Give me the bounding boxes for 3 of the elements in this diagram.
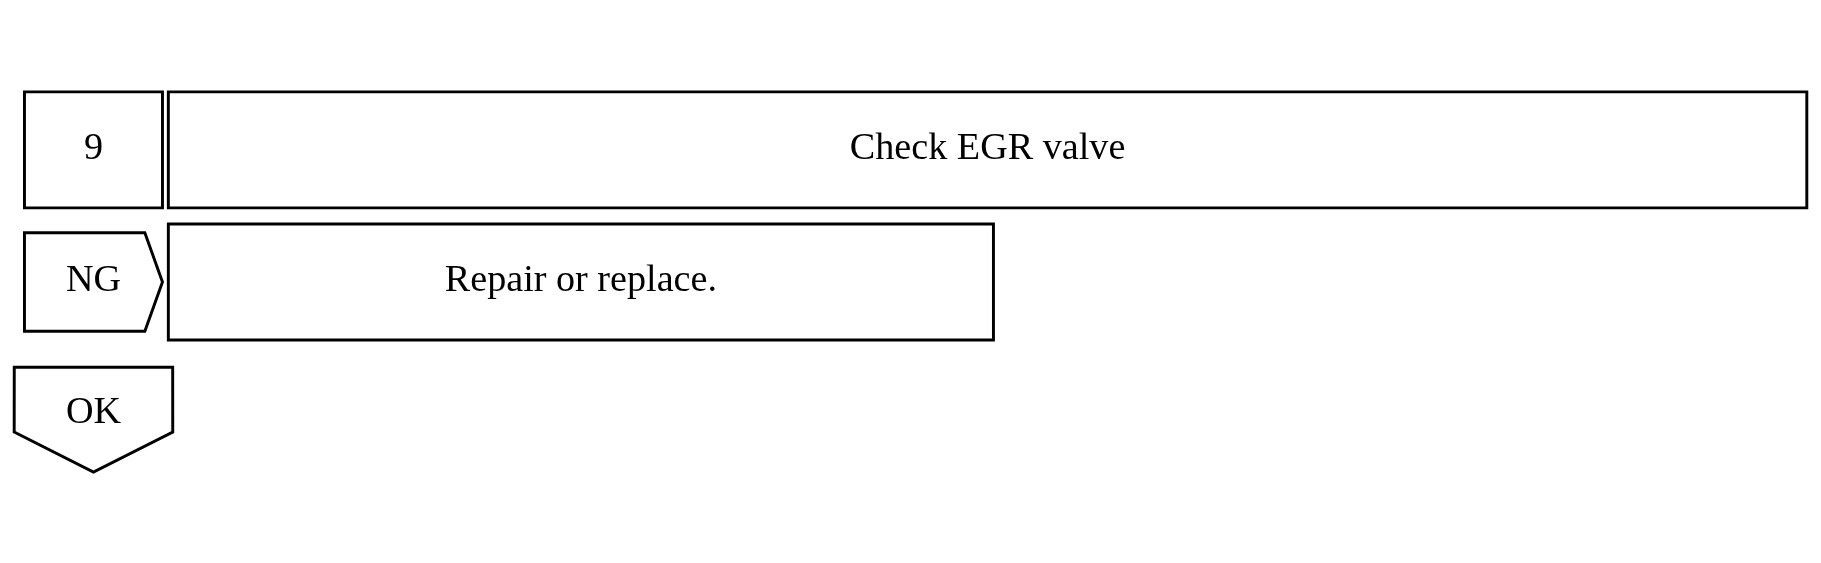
node-box: Repair or replace. (166, 222, 995, 341)
node-box: Check EGR valve (166, 89, 1809, 209)
node-box: 9 (23, 89, 164, 209)
